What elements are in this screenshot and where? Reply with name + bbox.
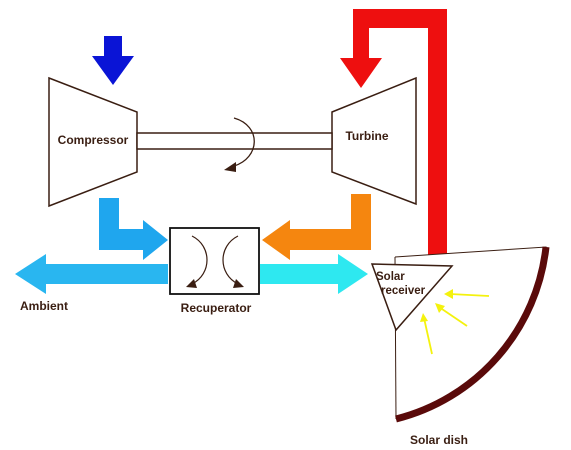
solar-receiver [370,263,454,332]
recuperator-arrowhead-right [233,279,244,288]
sun-ray-1 [449,293,490,297]
recuperator-arrowhead-left [186,279,197,288]
turbine [331,76,417,206]
sun-ray-1-arrowhead [444,289,453,299]
recuperator [169,227,260,295]
ambient-exhaust-arrow [15,254,168,294]
recuperator-flow-curve-right [222,235,239,285]
sun-ray-3 [423,317,433,355]
solar-receiver-label-line1: Solar [376,271,405,283]
recuperator-flow-curve-left [191,235,208,285]
turbine-exhaust-arrow [262,194,371,260]
shaft [136,132,333,150]
compressor [48,76,138,208]
sun-ray-2-arrowhead [435,303,445,313]
sun-ray-2 [438,306,468,327]
shaft-rotation-indicator [233,117,255,167]
hot-gas-loop-arrow [340,9,447,262]
solar-dish-label: Solar dish [410,433,468,447]
turbine-label: Turbine [345,129,388,143]
compressor-outlet-arrow [99,198,168,260]
compressor-inlet-arrow [92,36,134,85]
solar-receiver-label-line2: receiver [381,285,426,297]
solar-dish-reflector [395,246,550,423]
sun-ray-3-arrowhead [420,313,428,322]
ambient-label: Ambient [20,299,68,313]
recuperator-outlet-arrow [260,254,368,294]
compressor-label: Compressor [58,133,129,147]
recuperator-label: Recuperator [181,301,252,315]
rotation-arrowhead [224,162,236,172]
sunlight-rays [423,293,490,355]
